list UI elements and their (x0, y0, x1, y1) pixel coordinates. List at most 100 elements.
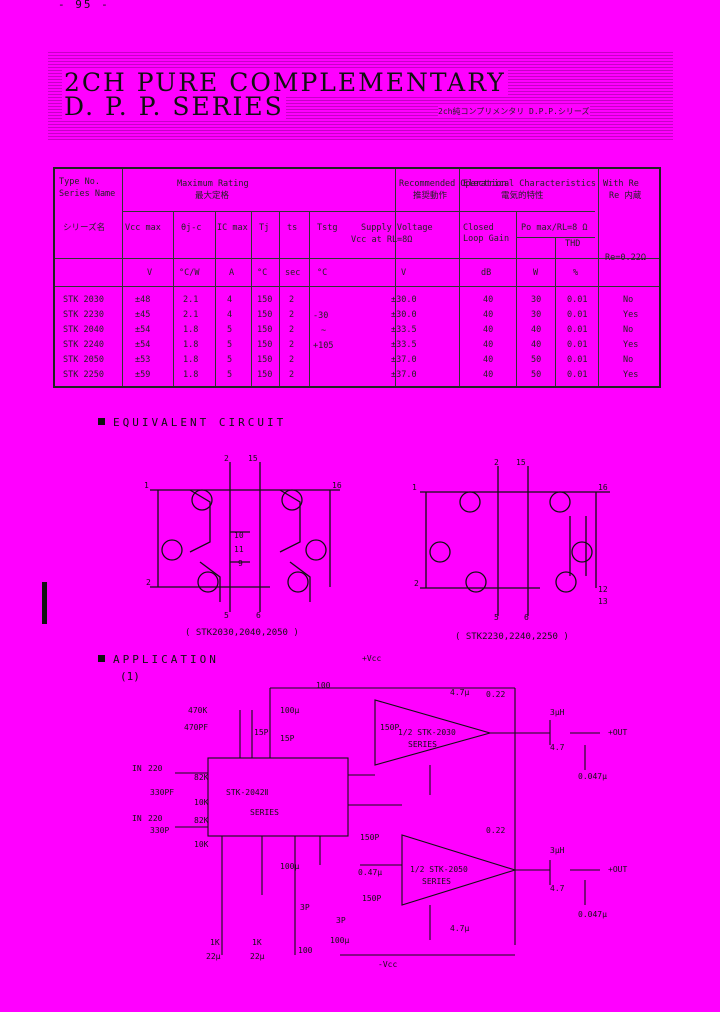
amp1-sub: SERIES (408, 740, 437, 749)
edge-mark (42, 582, 47, 624)
unit-ic: A (229, 268, 235, 278)
svg-text:22μ: 22μ (250, 952, 265, 961)
spec-cell-ts: 2 (289, 370, 295, 380)
spec-cell-ic: 5 (227, 370, 233, 380)
svg-text:220: 220 (148, 814, 163, 823)
spec-cell-vcc: ±48 (135, 295, 151, 305)
spec-cell-re: Yes (623, 340, 639, 350)
spec-cell-ts: 2 (289, 295, 295, 305)
spec-cell-vsupply: ±37.0 (391, 370, 417, 380)
spec-cell-type: STK 2030 (63, 295, 104, 305)
svg-text:5: 5 (224, 611, 229, 620)
col-ts: ts (287, 223, 298, 233)
col-thd: THD (565, 239, 581, 249)
spec-cell-vsupply: ±37.0 (391, 355, 417, 365)
spec-cell-po: 50 (531, 355, 542, 365)
svg-text:16: 16 (598, 483, 608, 492)
svg-text:220: 220 (148, 764, 163, 773)
svg-text:0.22: 0.22 (486, 826, 505, 835)
spec-cell-theta: 2.1 (183, 295, 199, 305)
svg-text:4.7μ: 4.7μ (450, 924, 469, 933)
svg-text:2: 2 (224, 454, 229, 463)
header-recommended-jp: 推奨動作 (413, 191, 448, 201)
svg-text:470PF: 470PF (184, 723, 208, 732)
unit-po: W (533, 268, 539, 278)
svg-text:11: 11 (234, 545, 244, 554)
spec-cell-vcc: ±54 (135, 340, 151, 350)
spec-cell-type: STK 2250 (63, 370, 104, 380)
svg-text:4.7μ: 4.7μ (450, 688, 469, 697)
svg-text:470K: 470K (188, 706, 207, 715)
svg-text:0.22: 0.22 (486, 690, 505, 699)
spec-cell-re: Yes (623, 310, 639, 320)
unit-tj: °C (257, 268, 268, 278)
svg-text:10K: 10K (194, 798, 209, 807)
svg-text:82K: 82K (194, 816, 209, 825)
spec-cell-vsupply: ±33.5 (391, 325, 417, 335)
svg-text:0.47μ: 0.47μ (358, 868, 382, 877)
spec-cell-ts: 2 (289, 325, 295, 335)
svg-text:2: 2 (494, 458, 499, 467)
spec-cell-gain: 40 (483, 370, 494, 380)
spec-cell-ts: 2 (289, 355, 295, 365)
spec-cell-vcc: ±59 (135, 370, 151, 380)
svg-text:10: 10 (234, 531, 244, 540)
spec-cell-ts: 2 (289, 310, 295, 320)
header-electrical-jp: 電気的特性 (501, 191, 544, 201)
in2-label: IN (132, 814, 142, 823)
spec-cell-po: 30 (531, 310, 542, 320)
spec-cell-tj: 150 (257, 340, 273, 350)
svg-text:4.7: 4.7 (550, 884, 565, 893)
spec-cell-type: STK 2050 (63, 355, 104, 365)
spec-cell-vsupply: ±30.0 (391, 295, 417, 305)
unit-theta: °C/W (179, 268, 200, 278)
spec-cell-tj: 150 (257, 295, 273, 305)
spec-cell-ic: 4 (227, 295, 233, 305)
unit-tstg: °C (317, 268, 328, 278)
col-po-group: Po max/RL=8 Ω (521, 223, 588, 233)
spec-cell-ic: 5 (227, 355, 233, 365)
col-theta: θj-c (181, 223, 202, 233)
spec-cell-gain: 40 (483, 325, 494, 335)
svg-text:3μH: 3μH (550, 846, 565, 855)
svg-text:3P: 3P (300, 903, 310, 912)
spec-cell-theta: 1.8 (183, 340, 199, 350)
svg-text:12: 12 (598, 585, 608, 594)
svg-text:16: 16 (332, 481, 342, 490)
spec-cell-re: No (623, 355, 634, 365)
in1-label: IN (132, 764, 142, 773)
header-type-no-jp: シリーズ名 (63, 223, 106, 233)
unit-supply: V (401, 268, 407, 278)
unit-thd: % (573, 268, 579, 278)
header-recommended: Recommended Operation (399, 179, 507, 189)
spec-cell-po: 40 (531, 325, 542, 335)
header-electrical: Electrical Characteristics (463, 179, 597, 189)
col-closed-loop-gain: Closed Loop Gain (463, 223, 510, 244)
spec-cell-thd: 0.01 (567, 295, 588, 305)
col-supply-voltage: Supply Voltage (361, 223, 433, 233)
col-tstg: Tstg (317, 223, 338, 233)
spec-cell-re: Yes (623, 370, 639, 380)
spec-cell-po: 50 (531, 370, 542, 380)
spec-cell-po: 40 (531, 340, 542, 350)
svg-text:0.047μ: 0.047μ (578, 772, 607, 781)
svg-text:3P: 3P (336, 916, 346, 925)
svg-text:5: 5 (494, 613, 499, 622)
svg-text:3μH: 3μH (550, 708, 565, 717)
svg-text:150P: 150P (360, 833, 379, 842)
svg-text:330P: 330P (150, 826, 169, 835)
spec-cell-theta: 1.8 (183, 355, 199, 365)
equivalent-circuit-left-caption: ( STK2030,2040,2050 ) (185, 628, 299, 638)
spec-cell-thd: 0.01 (567, 340, 588, 350)
svg-text:100μ: 100μ (280, 862, 299, 871)
unit-re: Re=0.22Ω (605, 253, 646, 263)
spec-cell-po: 30 (531, 295, 542, 305)
svg-text:150P: 150P (362, 894, 381, 903)
application-schematic: STK-2042Ⅱ SERIES 1/2 STK-2030 SERIES 1/2… (132, 655, 627, 969)
equivalent-circuit-heading: EQUIVALENT CIRCUIT (98, 416, 286, 429)
spec-cell-gain: 40 (483, 310, 494, 320)
svg-text:15: 15 (516, 458, 526, 467)
spec-cell-ts: 2 (289, 340, 295, 350)
spec-cell-type: STK 2040 (63, 325, 104, 335)
